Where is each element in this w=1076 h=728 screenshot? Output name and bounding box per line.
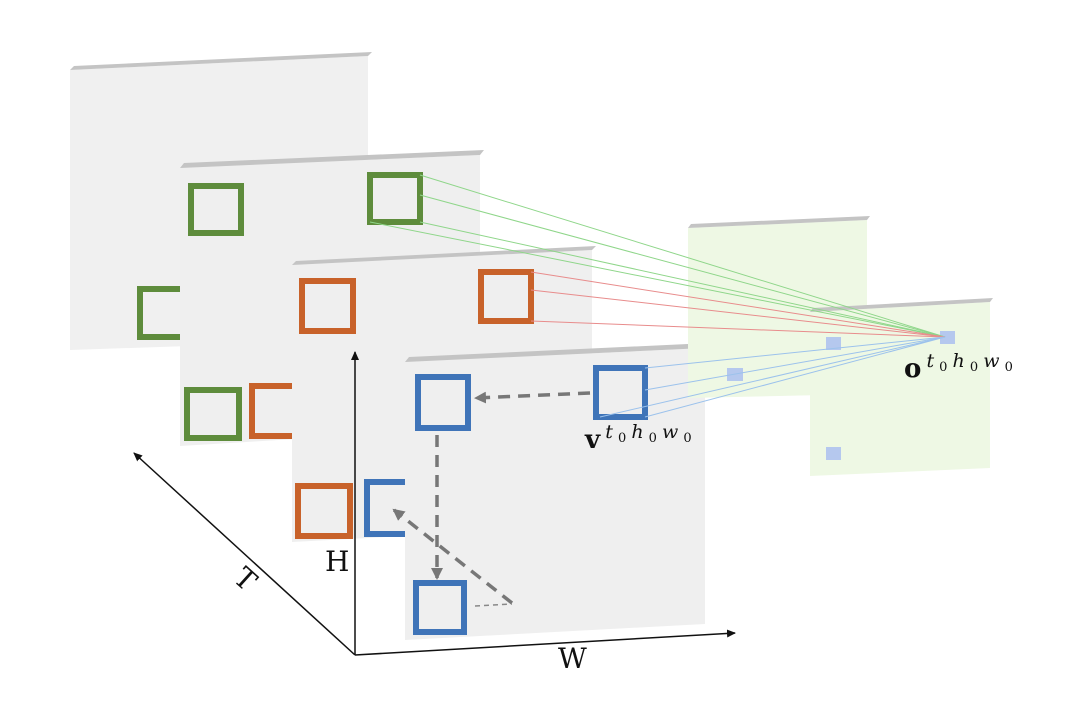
frame-2-top-edge — [180, 150, 484, 168]
o-sub-h: 0 — [970, 360, 978, 375]
output-frame-front-top-edge — [810, 298, 993, 312]
frame-1-top-edge — [70, 52, 372, 70]
o-symbol: o — [904, 354, 921, 384]
green-line-3 — [419, 221, 946, 338]
red-line-1 — [530, 271, 946, 338]
svg-text:o t 0 h: o t 0 h 0 w 0 — [904, 350, 1013, 384]
output-frame-front-face — [810, 302, 990, 476]
v-sub-t: 0 — [618, 431, 626, 446]
blue-line-3 — [644, 336, 946, 418]
w-axis — [354, 629, 736, 656]
v-sub-w: 0 — [683, 431, 691, 446]
output-token-target — [940, 331, 955, 344]
output-frame-back-top-edge — [688, 216, 870, 228]
green-line-1 — [419, 174, 946, 338]
blue-line-4 — [599, 336, 946, 418]
frame-2-green-box-bl — [184, 387, 242, 441]
t-axis — [133, 452, 356, 656]
h-axis-label: H — [325, 545, 349, 578]
o-sub-t: 0 — [939, 360, 947, 375]
output-token-label: o t 0 h 0 w 0 — [904, 350, 1013, 384]
red-line-2 — [530, 289, 946, 338]
red-line-3 — [530, 320, 946, 338]
svg-text:v t 0 h: v t 0 h 0 w 0 — [584, 421, 692, 455]
w-axis-label: W — [558, 642, 587, 675]
green-line-2 — [419, 194, 946, 338]
o-sup-w: w — [983, 350, 999, 372]
query-token-box — [593, 365, 648, 420]
frame-4-blue-box-bl — [413, 580, 467, 635]
frame-3-orange-box-bl — [295, 483, 353, 539]
frame-3-orange-box-tl — [299, 278, 356, 334]
blue-line-1 — [644, 336, 946, 369]
frame-4 — [392, 343, 709, 640]
dashed-hint-line — [474, 603, 513, 607]
v-sup-t: t — [605, 421, 613, 443]
v-sup-w: w — [662, 421, 678, 443]
v-sup-h: h — [631, 421, 643, 443]
v-sub-h: 0 — [649, 431, 657, 446]
frame-2-green-box-tr — [367, 172, 423, 225]
output-token-front-bottom — [826, 447, 841, 460]
o-sup-t: t — [926, 350, 934, 372]
v-symbol: v — [584, 425, 601, 455]
frame-4-face — [405, 348, 705, 640]
output-token-front-left — [826, 337, 841, 350]
frame-4-top-edge — [405, 343, 709, 362]
blue-line-2 — [644, 336, 946, 391]
frame-3-top-edge — [292, 246, 596, 265]
frame-3-orange-box-tr — [478, 269, 534, 324]
o-sup-h: h — [953, 350, 965, 372]
dashed-arrow-diagonal — [392, 508, 514, 605]
o-sub-w: 0 — [1005, 360, 1013, 375]
query-token-label: v t 0 h 0 w 0 — [584, 421, 692, 455]
frame-4-blue-box-tl — [415, 374, 471, 431]
frame-2-green-box-tl — [188, 183, 244, 236]
green-line-4 — [369, 221, 946, 338]
output-frame-front — [810, 298, 993, 476]
attention-lines — [369, 174, 946, 418]
